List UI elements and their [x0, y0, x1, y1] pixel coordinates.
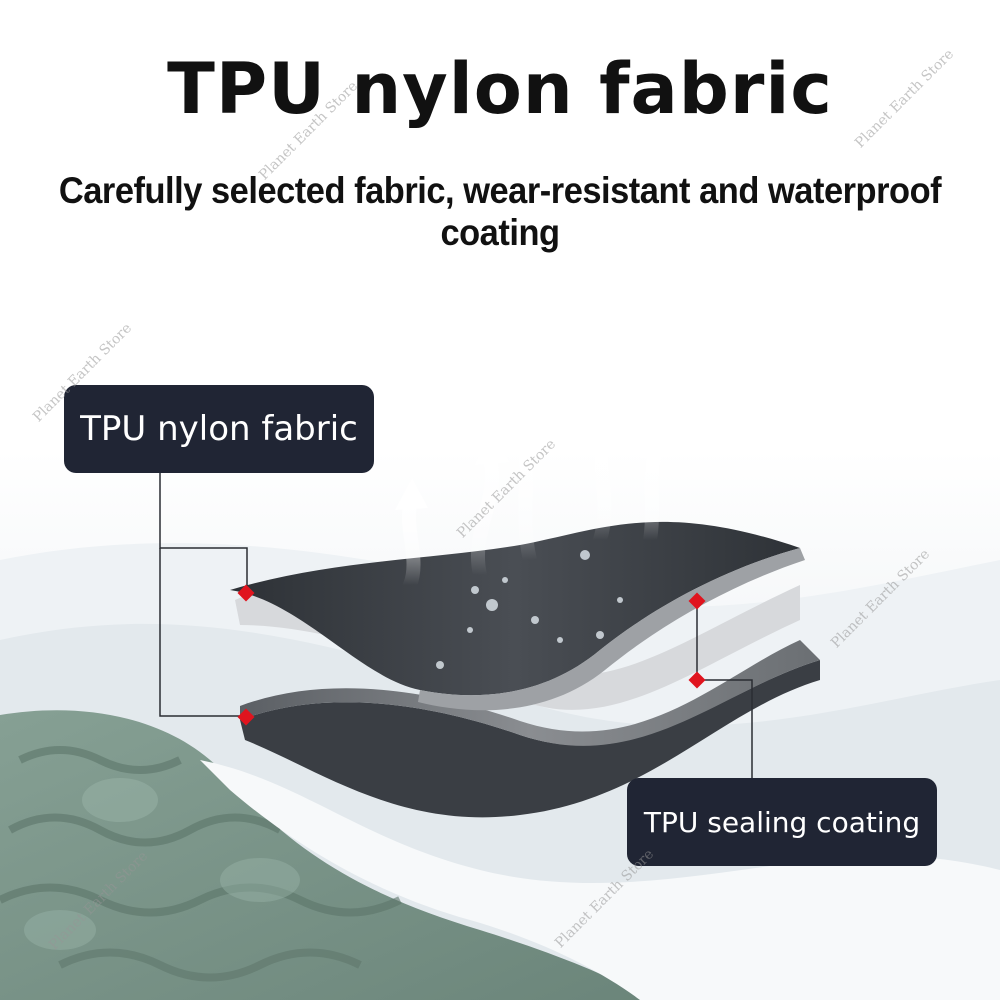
label-tpu-nylon-fabric: TPU nylon fabric: [64, 385, 374, 473]
label-tpu-sealing-coating: TPU sealing coating: [627, 778, 937, 866]
layer-bottom-grey: [240, 640, 820, 746]
page-title: TPU nylon fabric: [167, 48, 833, 130]
arrow-up-icon: [395, 408, 673, 592]
layer-bottom-dark: [240, 660, 820, 818]
sleeping-mat: [0, 710, 650, 1000]
label-text: TPU nylon fabric: [80, 409, 358, 449]
connector-lines: [159, 473, 753, 778]
layer-top-fabric: [230, 521, 800, 696]
marker-dot-icon: [237, 584, 706, 726]
page-subtitle: Carefully selected fabric, wear-resistan…: [58, 170, 942, 253]
label-text: TPU sealing coating: [643, 805, 921, 839]
water-droplets: [436, 550, 623, 669]
